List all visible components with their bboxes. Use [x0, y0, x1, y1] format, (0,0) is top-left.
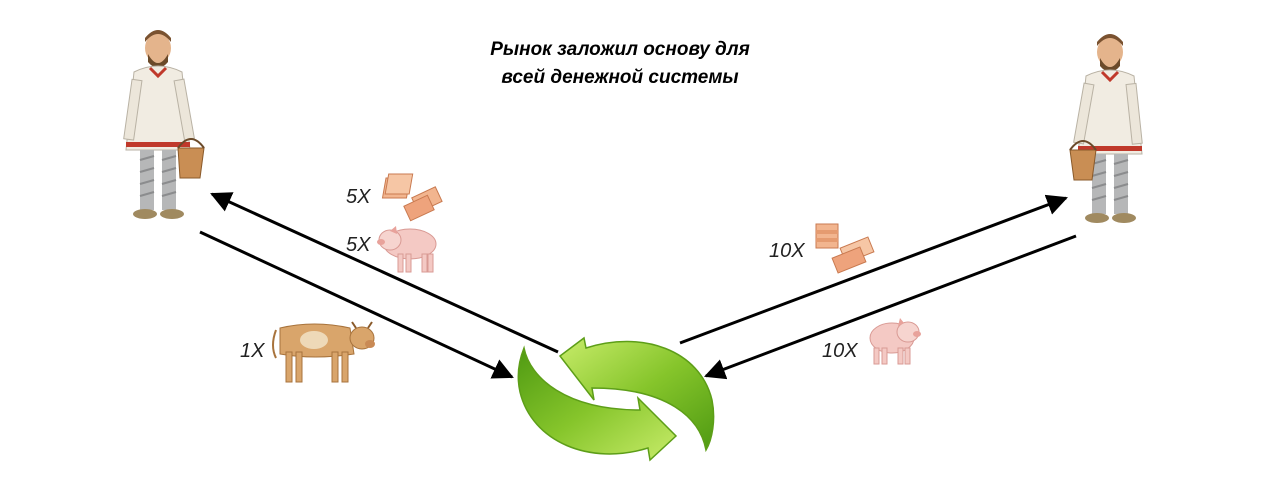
right-plates-quantity: 10X [769, 240, 805, 262]
right-person-figure [1069, 34, 1143, 223]
left-cow-quantity: 1X [240, 340, 265, 362]
title-line-1: Рынок заложил основу для [490, 39, 750, 60]
right-pig-quantity: 10X [822, 340, 858, 362]
left-pig-quantity: 5X [346, 234, 371, 256]
diagram-title: Рынок заложил основу для всей денежной с… [420, 36, 820, 92]
arrow-left-return [210, 192, 559, 354]
cow-icon [272, 321, 375, 383]
pig-icon [869, 318, 921, 365]
copper-plates-icon [381, 173, 443, 222]
arrow-left-give [199, 230, 514, 379]
exchange-arrows-icon [517, 336, 715, 462]
pig-icon [377, 226, 437, 273]
copper-plates-icon [815, 223, 875, 274]
left-plates-quantity: 5X [346, 186, 371, 208]
arrow-right-return [704, 234, 1077, 380]
title-line-2: всей денежной системы [501, 67, 739, 88]
left-person-figure [123, 30, 205, 219]
arrow-right-give [679, 194, 1068, 345]
